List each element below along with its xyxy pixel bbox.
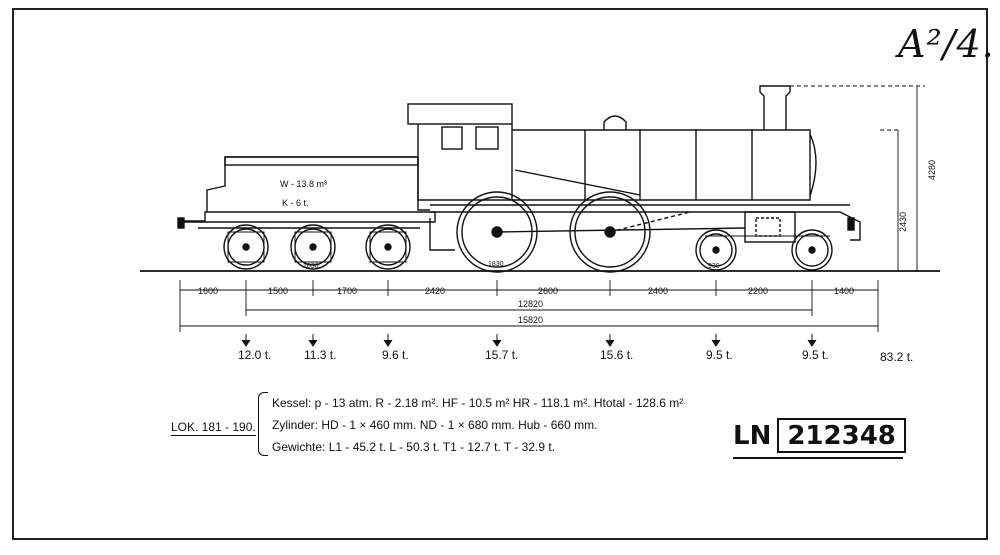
tender-axleboxes <box>227 231 407 263</box>
ln-number: 212348 <box>777 418 906 453</box>
cab-window-1 <box>441 126 463 150</box>
dim-wheelbase: 12820 <box>518 299 543 309</box>
cylinder <box>744 211 796 243</box>
driving-wheel-2 <box>569 191 651 273</box>
axle-weight-7: 9.5 t. <box>802 348 829 362</box>
locomotive-number-range: LOK. 181 - 190. <box>171 420 256 436</box>
total-weight: 83.2 t. <box>880 350 914 364</box>
dim-segment-2: 1500 <box>268 286 288 296</box>
axle-weight-2: 11.3 t. <box>304 348 337 362</box>
axle-weight-3: 9.6 t. <box>382 348 409 362</box>
tender-coal-label: K - 6 t. <box>282 198 309 208</box>
locomotive-outline <box>140 85 940 347</box>
tender-buffer <box>177 217 185 229</box>
specs-brace <box>258 392 268 456</box>
ln-stamp: LN 212348 <box>733 418 906 453</box>
specs-block: Kessel: p - 13 atm. R - 2.18 m². HF - 10… <box>272 392 683 458</box>
tender-frame <box>179 211 436 223</box>
dim-segment-4: 2420 <box>425 286 445 296</box>
cab-body <box>417 124 513 201</box>
ln-underline <box>733 457 903 459</box>
smokebox-door <box>809 133 817 197</box>
spec-gewichte: Gewichte: L1 - 45.2 t. L - 50.3 t. T1 - … <box>272 440 556 454</box>
dim-segment-6: 2400 <box>648 286 668 296</box>
class-mark: A²/4. <box>898 22 995 66</box>
dim-segment-1: 1600 <box>198 286 218 296</box>
driver-wheel-size: 1830 <box>488 261 504 268</box>
dimension-lines <box>179 85 925 332</box>
bogie-wheel-1 <box>695 229 737 271</box>
boiler <box>512 129 811 201</box>
chimney <box>759 85 791 130</box>
front-buffer <box>847 217 855 231</box>
cab-window-2 <box>475 126 499 150</box>
axle-weight-1: 12.0 t. <box>238 348 272 362</box>
spec-zylinder: Zylinder: HD - 1 × 460 mm. ND - 1 × 680 … <box>272 418 598 432</box>
axle-weight-5: 15.6 t. <box>600 348 634 362</box>
sheet-border <box>12 8 988 540</box>
dim-segment-5: 2600 <box>538 286 558 296</box>
dim-segment-7: 2200 <box>748 286 768 296</box>
spec-kessel: Kessel: p - 13 atm. R - 2.18 m². HF - 10… <box>272 396 684 410</box>
cylinder-detail <box>755 217 781 237</box>
cab-frame-step <box>429 218 455 251</box>
axle-weight-4: 15.7 t. <box>485 348 519 362</box>
steam-dome <box>603 115 627 130</box>
tender-wheel-size: 1030 <box>303 263 319 270</box>
tender-water-label: W - 13.8 m³ <box>280 179 327 189</box>
axle-weight-6: 9.5 t. <box>706 348 733 362</box>
bogie-wheel-2 <box>791 229 833 271</box>
axle-load-arrows <box>241 334 817 347</box>
trailing-wheel-size: 930 <box>708 263 720 270</box>
cab-roof <box>407 103 513 125</box>
dim-segment-8: 1400 <box>834 286 854 296</box>
dim-height-chimney: 4280 <box>927 160 937 180</box>
driving-wheel-1 <box>456 191 538 273</box>
dim-segment-3: 1700 <box>337 286 357 296</box>
tender-top-rim <box>224 156 419 166</box>
dim-height-boiler: 2430 <box>898 212 908 232</box>
ln-prefix: LN <box>733 420 772 451</box>
reach-rod <box>514 169 641 196</box>
engine-frame <box>430 211 861 241</box>
coupling-rod <box>496 227 746 233</box>
dim-overall: 15820 <box>518 315 543 325</box>
